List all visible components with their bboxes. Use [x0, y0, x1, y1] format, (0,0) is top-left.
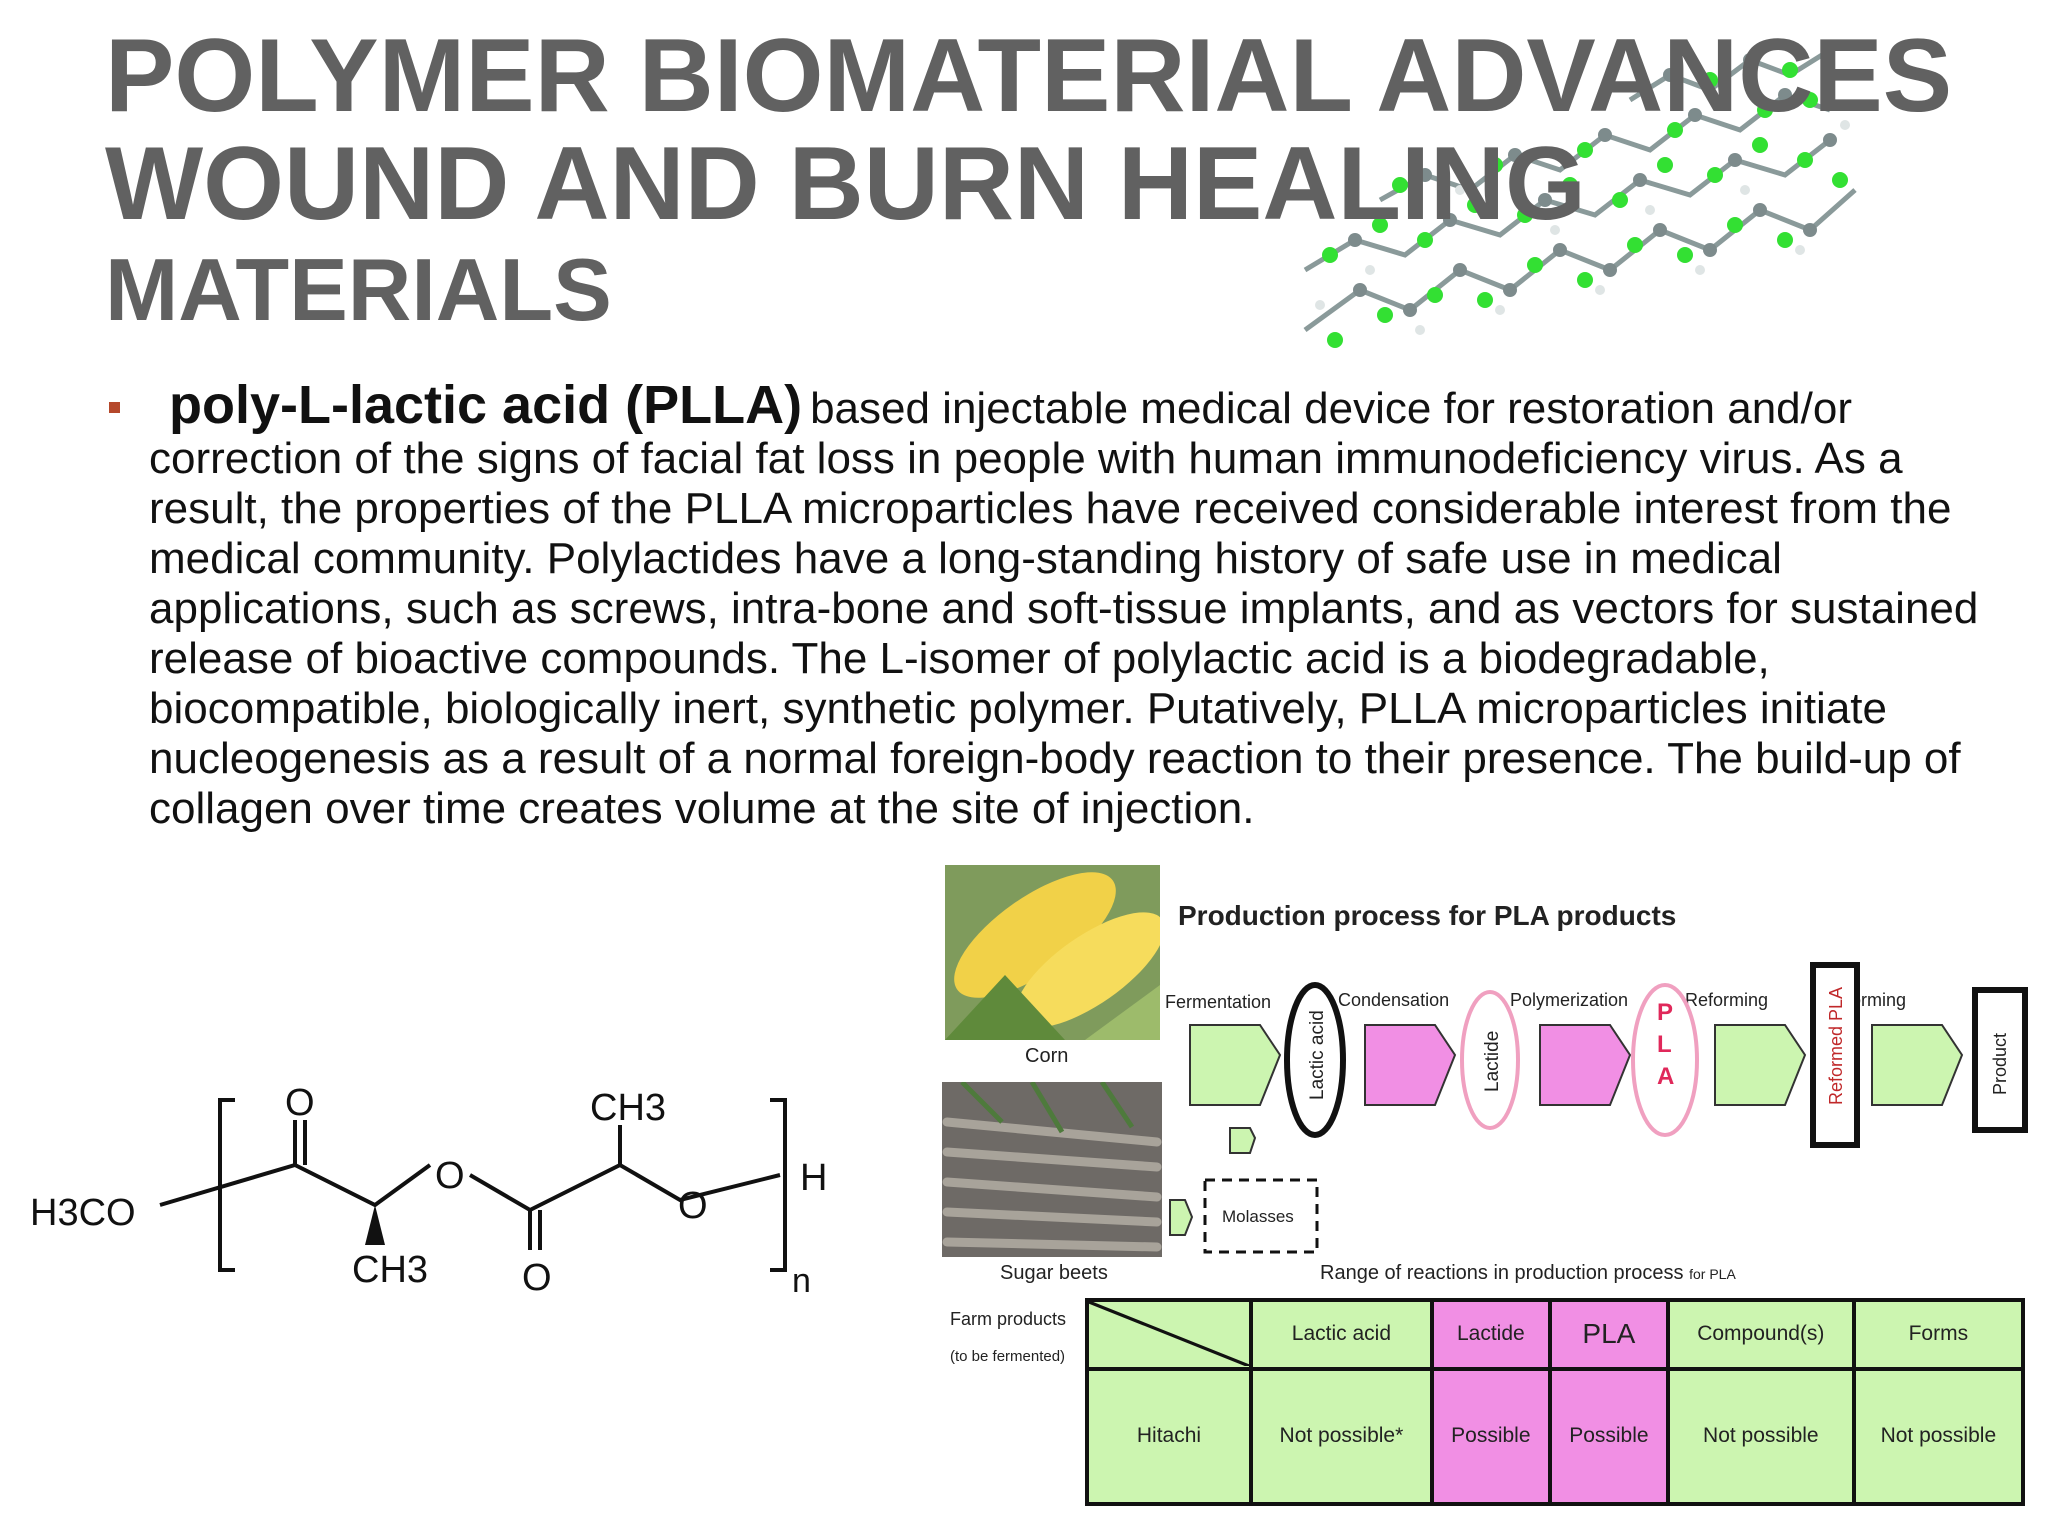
- sugar-beets-caption: Sugar beets: [1000, 1262, 1108, 1284]
- pla-letter-l: L: [1657, 1031, 1672, 1058]
- forming-arrow: [1871, 1024, 1964, 1106]
- header-lactide: Lactide: [1429, 1298, 1552, 1371]
- bullet-marker: [109, 402, 120, 413]
- title-line-3: MATERIALS: [105, 240, 612, 339]
- cell-forms: Not possible: [1851, 1366, 2026, 1507]
- row-label-hitachi: Hitachi: [1085, 1366, 1253, 1507]
- methyl-group-2: CH3: [590, 1087, 666, 1129]
- pla-reactions-table: Lactic acid Lactide PLA Compound(s) Form…: [1085, 1298, 2026, 1507]
- farm-label-line-2: (to be fermented): [950, 1348, 1066, 1365]
- pla-letter-p: P: [1657, 999, 1673, 1026]
- reforming-arrow: [1714, 1024, 1807, 1106]
- bullet-content: poly-L-lactic acid (PLLA)based injectabl…: [149, 378, 2005, 834]
- cell-pla: Possible: [1547, 1366, 1670, 1507]
- lactic-acid-node: [1284, 982, 1346, 1138]
- corner-cell: [1085, 1298, 1253, 1371]
- corn-photo: [945, 865, 1160, 1040]
- step-polymerization: Polymerization: [1510, 990, 1628, 1010]
- plla-chemical-structure: H3CO O O CH3 O CH3 O H n: [30, 1082, 827, 1300]
- ester-oxygen-1: O: [435, 1155, 465, 1197]
- carbonyl-oxygen-1: O: [285, 1082, 315, 1124]
- corn-caption: Corn: [1025, 1045, 1069, 1067]
- step-reforming: Reforming: [1685, 990, 1768, 1010]
- lactide-label: Lactide: [1482, 1031, 1503, 1092]
- molasses-box: [1203, 1178, 1319, 1254]
- farm-products-label: Farm products (to be fermented): [950, 1300, 1066, 1376]
- carbonyl-oxygen-2: O: [522, 1257, 552, 1299]
- header-pla: PLA: [1547, 1298, 1670, 1371]
- step-fermentation: Fermentation: [1165, 992, 1271, 1012]
- title-line-2: WOUND AND BURN HEALING: [105, 126, 1586, 242]
- polymer-molecule-image: [1303, 47, 1857, 348]
- header-lactic-acid: Lactic acid: [1249, 1298, 1434, 1371]
- reformed-pla-label: Reformed PLA: [1826, 987, 1846, 1105]
- pla-letter-a: A: [1657, 1063, 1674, 1090]
- fermentation-arrow: [1189, 1024, 1282, 1106]
- table-caption: Range of reactions in production process…: [1320, 1262, 1736, 1285]
- product-label: Product: [1990, 1033, 2010, 1095]
- molasses-label: Molasses: [1222, 1207, 1294, 1226]
- corner-diagonal: [1089, 1302, 1249, 1367]
- lactic-acid-label: Lactic acid: [1307, 1010, 1328, 1100]
- reformed-pla-box: [1810, 962, 1860, 1148]
- slide-title: POLYMER BIOMATERIAL ADVANCES WOUND AND B…: [105, 22, 1952, 342]
- repeat-subscript: n: [792, 1262, 811, 1300]
- sugar-beets-photo: [942, 1082, 1162, 1257]
- bullet-text: based injectable medical device for rest…: [149, 384, 1979, 833]
- table-caption-text: Range of reactions in production process: [1320, 1262, 1684, 1284]
- pla-production-diagram: Production process for PLA products Ferm…: [1165, 900, 2028, 1254]
- bullet-heading: poly-L-lactic acid (PLLA): [169, 375, 803, 435]
- cell-lactic-acid: Not possible*: [1249, 1366, 1434, 1507]
- terminal-hydrogen: H: [800, 1157, 827, 1199]
- cell-compounds: Not possible: [1665, 1366, 1856, 1507]
- cell-lactide: Possible: [1429, 1366, 1552, 1507]
- farm-label-line-1: Farm products: [950, 1309, 1067, 1329]
- step-condensation: Condensation: [1338, 990, 1449, 1010]
- header-forms: Forms: [1851, 1298, 2026, 1371]
- methyl-group-1: CH3: [352, 1249, 428, 1291]
- methoxy-group: H3CO: [30, 1192, 136, 1234]
- lactide-node: [1460, 990, 1520, 1130]
- product-box: [1972, 987, 2028, 1133]
- pla-node: [1631, 983, 1699, 1137]
- polymerization-arrow: [1539, 1024, 1632, 1106]
- bullet-paragraph: poly-L-lactic acid (PLLA)based injectabl…: [105, 378, 2005, 834]
- diagram-title: Production process for PLA products: [1178, 900, 1676, 931]
- condensation-arrow: [1364, 1024, 1457, 1106]
- small-arrow: [1229, 1127, 1257, 1154]
- title-line-1: POLYMER BIOMATERIAL ADVANCES: [105, 18, 1953, 134]
- table-caption-small: for PLA: [1689, 1266, 1736, 1282]
- header-compounds: Compound(s): [1665, 1298, 1856, 1371]
- ester-oxygen-2: O: [678, 1185, 708, 1227]
- molasses-arrow: [1169, 1199, 1194, 1236]
